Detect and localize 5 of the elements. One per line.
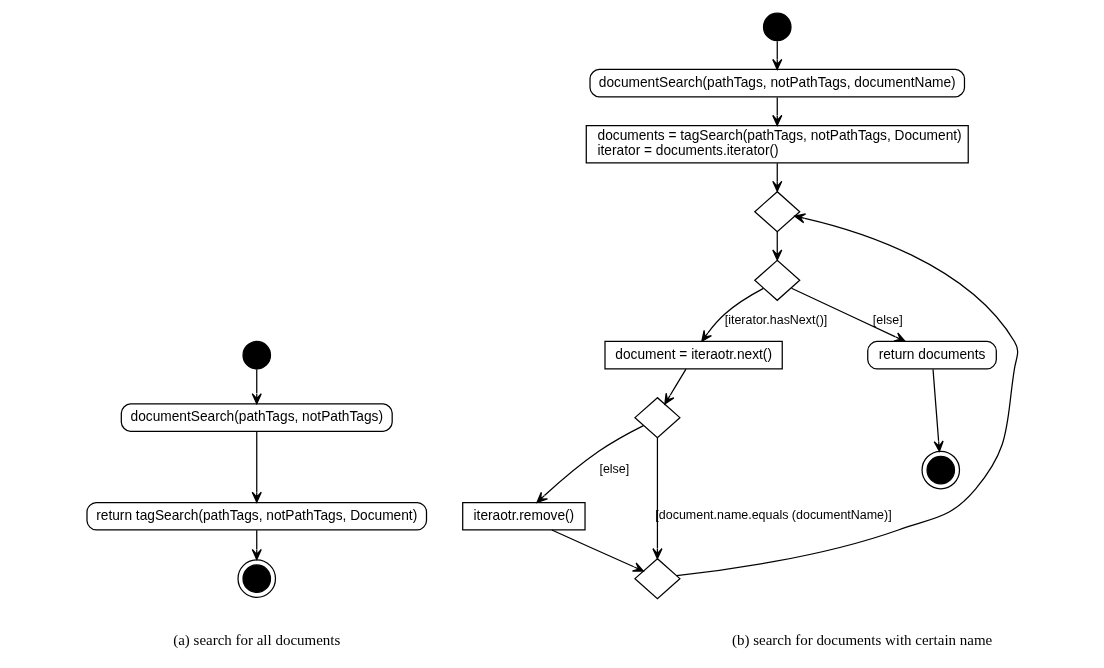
label: (a) search for all documents <box>172 631 340 648</box>
edge-label: [iterator.hasNext()] <box>724 313 827 328</box>
label: (b) search for documents with certain name <box>731 631 992 648</box>
edge-label: [else] <box>872 313 903 328</box>
edge-label: [else] <box>598 462 629 477</box>
